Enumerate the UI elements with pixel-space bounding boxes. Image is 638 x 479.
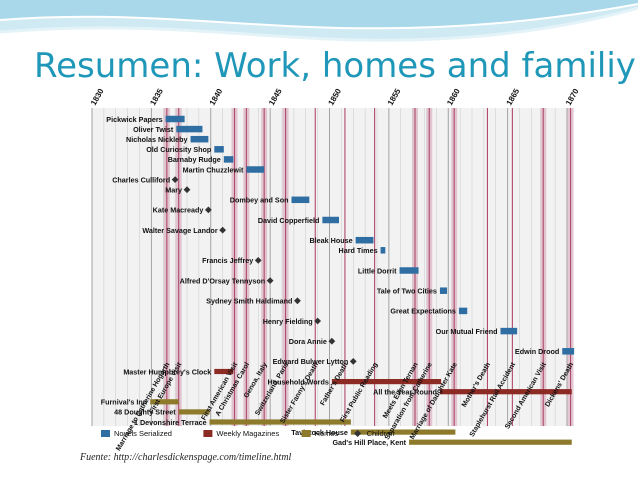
bar-1-devonshire-terrace <box>209 419 351 425</box>
bar-hard-times <box>380 247 386 254</box>
bar-our-mutual-friend <box>500 327 518 335</box>
tick-label-1835: 1835 <box>148 87 165 107</box>
bar-old-curiosity-shop <box>214 146 224 153</box>
legend-swatch-children <box>354 429 362 438</box>
item-label-household-words: Household Words <box>268 377 329 386</box>
bar-dombey-and-son <box>291 196 310 204</box>
slide-title: Resumen: Work, homes and familiy <box>34 46 636 86</box>
bar-barnaby-rudge <box>223 156 234 163</box>
tick-label-1850: 1850 <box>326 87 343 107</box>
item-label-henry-fielding: Henry Fielding <box>263 317 313 326</box>
legend-label-children: Children <box>367 429 395 438</box>
child-marker-edward-bulwer-lytton <box>349 358 357 365</box>
bar-little-dorrit <box>399 267 419 274</box>
item-label-master-humphrey-s-clock: Master Humphrey's Clock <box>123 367 211 376</box>
child-marker-henry-fielding <box>314 317 322 325</box>
item-label-old-curiosity-shop: Old Curiosity Shop <box>146 145 212 154</box>
item-label-bleak-house: Bleak House <box>309 236 352 245</box>
item-label-martin-chuzzlewit: Martin Chuzzlewit <box>183 165 244 174</box>
tick-label-1870: 1870 <box>564 87 581 107</box>
child-marker-sydney-smith-haldimand <box>294 297 301 305</box>
item-label-edward-bulwer-lytton: Edward Bulwer Lytton <box>273 357 349 366</box>
item-label-48-doughty-street: 48 Doughty Street <box>114 408 176 417</box>
child-marker-walter-savage-landor <box>219 226 227 234</box>
item-label-little-dorrit: Little Dorrit <box>358 266 397 275</box>
bar-oliver-twist <box>176 125 203 133</box>
child-marker-francis-jeffrey <box>254 257 262 264</box>
bar-david-copperfield <box>322 216 339 224</box>
bar-great-expectations <box>458 307 468 315</box>
bar-master-humphrey-s-clock <box>214 368 234 375</box>
legend-label-novels-serialized: Novels Serialized <box>114 429 172 438</box>
item-label-david-copperfield: David Copperfield <box>258 216 320 225</box>
legend-swatch-weekly-magazines <box>203 430 213 437</box>
child-marker-kate-macready <box>204 206 212 214</box>
legend-label-weekly-magazines: Weekly Magazines <box>216 429 279 438</box>
bar-48-doughty-street <box>178 409 210 415</box>
child-marker-mary <box>183 186 191 194</box>
bar-furnival-s-inn <box>150 399 179 405</box>
child-marker-charles-culliford <box>171 176 179 183</box>
item-label-gad-s-hill-place-kent: Gad's Hill Place, Kent <box>332 438 406 447</box>
bar-edwin-drood <box>562 348 575 355</box>
item-label-oliver-twist: Oliver Twist <box>133 125 174 134</box>
item-label-nicholas-nickleby: Nicholas Nickleby <box>126 135 188 144</box>
bar-nicholas-nickleby <box>190 135 209 143</box>
item-label-our-mutual-friend: Our Mutual Friend <box>436 327 498 336</box>
item-label-walter-savage-landor: Walter Savage Landor <box>142 226 217 235</box>
item-label-barnaby-rudge: Barnaby Rudge <box>168 155 221 164</box>
item-label-1-devonshire-terrace: 1 Devonshire Terrace <box>134 418 207 427</box>
item-label-dora-annie: Dora Annie <box>289 337 327 346</box>
item-label-tavistock-house: Tavistock House <box>291 428 348 437</box>
bar-martin-chuzzlewit <box>246 166 265 173</box>
item-label-great-expectations: Great Expectations <box>390 307 456 316</box>
item-label-pickwick-papers: Pickwick Papers <box>106 115 162 124</box>
tick-label-1845: 1845 <box>267 87 284 107</box>
item-label-all-the-year-round: All the Year Round <box>373 388 437 397</box>
item-label-charles-culliford: Charles Culliford <box>112 175 170 184</box>
child-marker-alfred-d-orsay-tennyson <box>266 277 274 284</box>
tick-label-1855: 1855 <box>386 87 403 107</box>
bar-household-words <box>331 379 442 385</box>
bar-all-the-year-round <box>439 389 572 395</box>
tick-label-1860: 1860 <box>445 87 462 107</box>
tick-label-1830: 1830 <box>89 87 106 107</box>
item-label-hard-times: Hard Times <box>339 246 378 255</box>
item-label-edwin-drood: Edwin Drood <box>515 347 559 356</box>
bar-bleak-house <box>355 236 374 244</box>
item-label-tale-of-two-cities: Tale of Two Cities <box>377 287 437 296</box>
item-label-furnival-s-inn: Furnival's Inn <box>101 398 147 407</box>
item-label-alfred-d-orsay-tennyson: Alfred D'Orsay Tennyson <box>180 276 265 285</box>
bar-pickwick-papers <box>165 115 185 123</box>
bar-tale-of-two-cities <box>439 287 448 294</box>
item-label-dombey-and-son: Dombey and Son <box>230 196 289 205</box>
header-waves-decoration <box>0 0 638 42</box>
bar-gad-s-hill-place-kent <box>409 439 572 445</box>
legend-label-homes: Homes <box>315 429 339 438</box>
bar-tavistock-house <box>350 429 456 435</box>
item-label-francis-jeffrey: Francis Jeffrey <box>202 256 253 265</box>
legend-swatch-novels-serialized <box>101 430 110 437</box>
tick-label-1865: 1865 <box>505 87 522 107</box>
item-label-kate-macready: Kate Macready <box>153 206 204 215</box>
legend-swatch-homes <box>301 430 311 437</box>
item-label-sydney-smith-haldimand: Sydney Smith Haldimand <box>206 297 292 306</box>
source-caption: Fuente: http://charlesdickenspage.com/ti… <box>80 452 292 463</box>
tick-label-1840: 1840 <box>208 87 225 107</box>
item-label-mary: Mary <box>165 186 182 195</box>
